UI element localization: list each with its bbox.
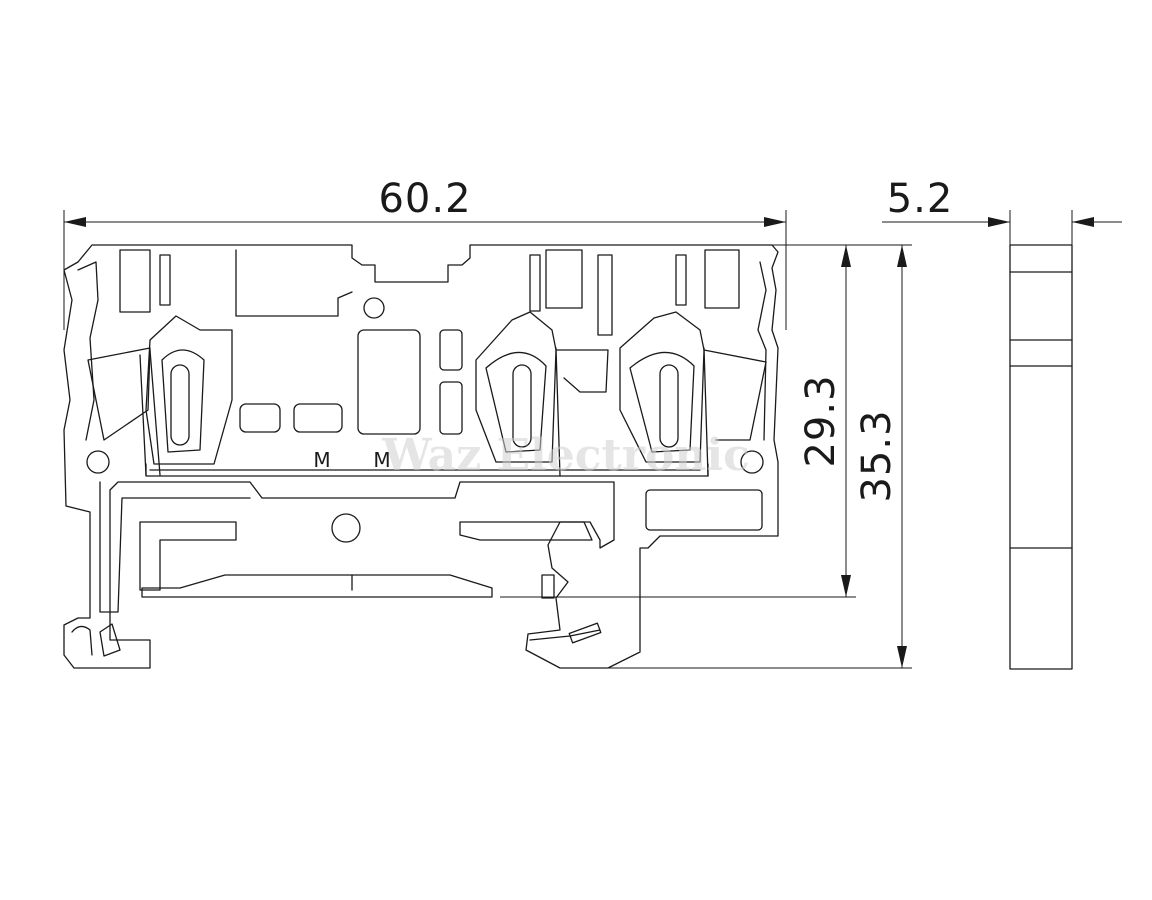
thickness-label: 5.2	[887, 176, 954, 222]
clamp-middle	[475, 311, 609, 477]
busbar	[86, 450, 764, 477]
watermark: Waz Electronic	[381, 430, 750, 481]
clamp-left	[87, 315, 233, 476]
dimension-width: 60.2	[63, 176, 787, 330]
dimension-height-total: 35.3	[600, 244, 912, 669]
side-view	[1009, 244, 1073, 670]
dimension-thickness: 5.2	[882, 176, 1122, 245]
clamp-right	[619, 311, 767, 477]
mark-left: M	[313, 448, 330, 472]
center-windows: M M	[239, 329, 463, 472]
mark-right: M	[373, 448, 390, 472]
height-total-label: 35.3	[854, 409, 900, 502]
lower-body	[71, 481, 763, 657]
top-slots	[119, 249, 740, 336]
dimension-height-rail: 29.3	[500, 244, 860, 598]
height-rail-label: 29.3	[798, 374, 844, 467]
width-label: 60.2	[378, 176, 471, 222]
housing-outline	[63, 244, 779, 669]
